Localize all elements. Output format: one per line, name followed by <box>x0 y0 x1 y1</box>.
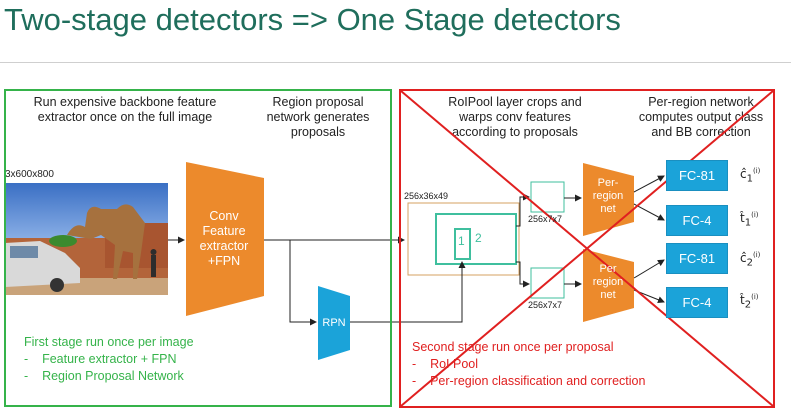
feature-map-box <box>407 202 520 276</box>
fc-81-box-1: FC-81 <box>666 160 728 191</box>
output-symbol: ĉ <box>740 251 747 265</box>
fc-81-box-2: FC-81 <box>666 243 728 274</box>
conv-label-line: Feature <box>202 224 246 238</box>
perregion-caption-line: computes output class <box>638 110 764 124</box>
output-superscript: (i) <box>751 293 759 301</box>
input-image-drawing <box>5 183 168 295</box>
crop-dims-label-1: 256x7x7 <box>528 214 563 224</box>
perregion-net-line: Per <box>599 263 617 275</box>
first-stage-summary: First stage run once per image - Feature… <box>24 334 194 385</box>
fc-4-box-1: FC-4 <box>666 205 728 236</box>
page-title: Two-stage detectors => One Stage detecto… <box>4 2 621 37</box>
rpn-caption-line: proposals <box>290 125 346 139</box>
input-image <box>5 183 168 295</box>
output-subscript: 2 <box>744 299 752 311</box>
perregion-net-shape-2 <box>583 249 634 322</box>
output-superscript: (i) <box>751 211 759 219</box>
conv-feature-extractor-label: Conv Feature extractor +FPN <box>186 209 262 269</box>
first-stage-summary-item: - Region Proposal Network <box>24 369 184 383</box>
proposal-box-2 <box>435 213 517 265</box>
perregion-caption-line: and BB correction <box>651 125 751 139</box>
output-class-2: ĉ2(i) <box>740 251 760 268</box>
arrow-rpn-to-proposals <box>350 261 466 323</box>
roipool-caption-line: RoIPool layer crops and <box>448 95 582 109</box>
perregion-net-label-1: Per- region net <box>583 177 633 216</box>
feature-dims-label: 256x36x49 <box>404 191 449 201</box>
conv-label-line: Conv <box>209 209 239 223</box>
backbone-caption: Run expensive backbone feature extractor… <box>14 95 236 125</box>
rpn-caption-line: network generates <box>266 110 370 124</box>
output-subscript: 2 <box>746 257 753 269</box>
conv-feature-extractor-shape <box>186 162 264 316</box>
roipool-caption-line: according to proposals <box>452 125 578 139</box>
crop-box-2 <box>530 267 565 299</box>
summary-item-text: RoI Pool <box>430 357 479 371</box>
arrow-net1-to-fc81 <box>633 175 665 193</box>
summary-item-text: Feature extractor + FPN <box>42 352 177 366</box>
arrow-to-crop-1 <box>516 193 530 227</box>
crop-box-1 <box>530 181 565 213</box>
rpn-label: RPN <box>322 317 346 329</box>
conv-label-line: +FPN <box>207 254 241 268</box>
conv-label-line: extractor <box>199 239 249 253</box>
output-symbol: t̂ <box>740 211 745 225</box>
perregion-caption-line: Per-region network <box>648 95 754 109</box>
perregion-net-line: net <box>600 203 616 215</box>
output-box-2: t̂2(i) <box>740 293 759 310</box>
roipool-caption-line: warps conv features <box>459 110 571 124</box>
summary-item-text: Region Proposal Network <box>42 369 184 383</box>
output-subscript: 1 <box>746 173 753 185</box>
arrow-to-crop-2 <box>516 261 530 288</box>
perregion-net-line: region <box>592 190 624 202</box>
output-symbol: ĉ <box>740 167 747 181</box>
backbone-caption-line: Run expensive backbone feature <box>33 95 217 109</box>
first-stage-box <box>4 89 392 407</box>
perregion-net-shape-1 <box>583 163 634 236</box>
output-box-1: t̂1(i) <box>740 211 759 228</box>
perregion-net-label-2: Per region net <box>583 263 633 302</box>
arrow-net2-to-fc81 <box>633 259 665 279</box>
backbone-caption-line: extractor once on the full image <box>37 110 213 124</box>
summary-item-text: Per-region classification and correction <box>430 374 646 388</box>
rpn-caption: Region proposal network generates propos… <box>248 95 388 140</box>
input-dims-label: 3x600x800 <box>5 169 54 180</box>
perregion-net-line: region <box>592 276 624 288</box>
arrow-conv-to-rpn <box>289 240 317 326</box>
output-superscript: (i) <box>752 251 761 259</box>
proposal-label-1: 1 <box>458 234 465 248</box>
second-stage-summary-title: Second stage run once per proposal <box>412 340 614 354</box>
perregion-net-line: net <box>600 289 616 301</box>
rpn-caption-line: Region proposal <box>272 95 364 109</box>
perregion-net-line: Per- <box>597 177 619 189</box>
output-subscript: 1 <box>744 217 752 229</box>
output-superscript: (i) <box>752 167 761 175</box>
second-stage-box <box>399 89 775 408</box>
arrow-net1-to-fc4 <box>633 203 665 221</box>
roipool-caption: RoIPool layer crops and warps conv featu… <box>420 95 610 140</box>
second-stage-summary: Second stage run once per proposal - RoI… <box>412 339 645 390</box>
output-symbol: t̂ <box>740 293 745 307</box>
rpn-shape <box>318 286 350 360</box>
cross-line-2 <box>400 90 774 407</box>
fc-4-box-2: FC-4 <box>666 287 728 318</box>
title-divider <box>0 62 791 63</box>
output-class-1: ĉ1(i) <box>740 167 760 184</box>
first-stage-summary-item: - Feature extractor + FPN <box>24 352 177 366</box>
first-stage-summary-title: First stage run once per image <box>24 335 194 349</box>
crop-dims-label-2: 256x7x7 <box>528 300 563 310</box>
second-stage-summary-item: - Per-region classification and correcti… <box>412 374 646 388</box>
perregion-caption: Per-region network computes output class… <box>616 95 786 140</box>
proposal-label-2: 2 <box>475 231 482 245</box>
second-stage-summary-item: - RoI Pool <box>412 357 479 371</box>
proposal-box-1 <box>454 228 471 260</box>
